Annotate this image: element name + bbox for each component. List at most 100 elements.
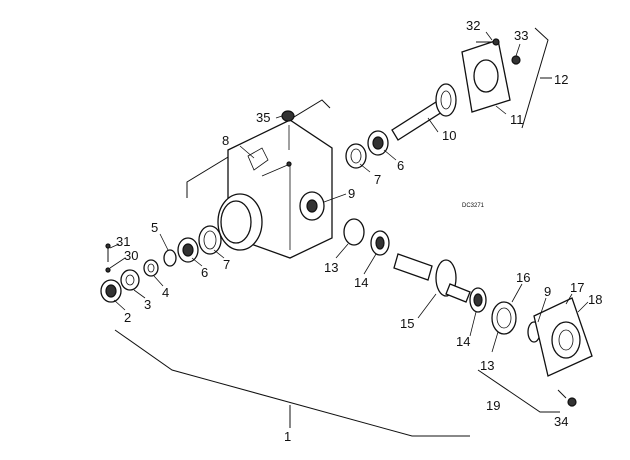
leader-3 [133, 289, 146, 299]
callout-19: 19 [486, 398, 500, 413]
leader-33 [515, 43, 521, 57]
leader-7-left [213, 249, 225, 259]
cover-plate-11-bore [473, 59, 499, 93]
cover-17-bore [551, 321, 581, 359]
part-4-hole [147, 263, 155, 273]
drawing-code: DC3271 [462, 203, 485, 209]
leader-5 [159, 233, 169, 251]
callout-11: 11 [510, 112, 524, 127]
leader-6-upper [383, 149, 397, 161]
cup-7-upper-inner [350, 148, 362, 164]
callout-9-lower: 9 [544, 284, 551, 299]
housing-boss [247, 147, 269, 171]
callout-16: 16 [516, 270, 530, 285]
callout-18: 18 [588, 292, 602, 307]
leader-18 [577, 301, 589, 313]
leader-13-left [335, 243, 349, 259]
callout-17: 17 [570, 280, 584, 295]
callout-9-upper: 9 [348, 186, 355, 201]
leader-7-upper [359, 163, 371, 173]
callout-6-left: 6 [201, 265, 208, 280]
bearing-6-upper-center [372, 136, 384, 150]
leader-lines [109, 31, 589, 353]
leader-30 [109, 257, 126, 269]
leader-9-upper [323, 193, 347, 203]
callout-13-right: 13 [480, 358, 494, 373]
cup-13-right [491, 301, 517, 335]
shaft-10-gear-hub [440, 90, 452, 110]
callout-10: 10 [442, 128, 456, 143]
part-4 [143, 259, 159, 277]
leader-8 [239, 145, 255, 159]
leader-32 [485, 31, 493, 41]
washer-3-hole [125, 274, 135, 286]
housing-bore-inner [220, 200, 252, 244]
bearing-14-right-center [473, 293, 483, 307]
leader-14-left [363, 253, 377, 275]
vent-plug-body [281, 110, 295, 122]
bracket-19 [477, 369, 560, 413]
callout-35: 35 [256, 110, 270, 125]
callout-33: 33 [514, 28, 528, 43]
pinion-15-stub [445, 283, 471, 303]
leader-2 [113, 299, 126, 311]
housing [217, 119, 333, 259]
cup-7-left-inner [203, 230, 217, 250]
leader-13-right [491, 331, 499, 353]
pin-31-head [105, 243, 111, 249]
bearing-6-left-center [182, 243, 194, 257]
leader-4 [153, 275, 164, 287]
washer-3 [120, 269, 140, 291]
leader-15 [417, 293, 437, 319]
callout-31: 31 [116, 234, 130, 249]
callout-15: 15 [400, 316, 414, 331]
shaft-10-gear [435, 83, 457, 117]
upper-shaft-group [345, 38, 521, 169]
callout-3: 3 [144, 297, 151, 312]
part-30 [105, 267, 111, 273]
housing-side-bore-center [306, 199, 318, 213]
leader-9-lower [537, 297, 547, 323]
left-parts [100, 225, 222, 303]
bolt-34 [557, 389, 567, 399]
snap-ring-5 [163, 249, 177, 267]
cover-17-hub [558, 329, 574, 351]
callout-14-left: 14 [354, 275, 368, 290]
bracket-1 [114, 329, 470, 437]
cup-7-upper [345, 143, 367, 169]
callout-labels: 1 2 3 4 5 6 7 8 9 7 6 10 11 12 32 33 35 … [116, 18, 602, 444]
bolt-34-head [567, 397, 577, 407]
callout-1: 1 [284, 429, 291, 444]
cup-7-left [198, 225, 222, 255]
callout-2: 2 [124, 310, 131, 325]
callout-14-right: 14 [456, 334, 470, 349]
housing-hole [286, 161, 292, 167]
bearing-14-left-center [375, 236, 385, 250]
nut-2-center [105, 284, 117, 298]
callout-7-upper: 7 [374, 172, 381, 187]
cup-13-left [343, 218, 365, 246]
callout-4: 4 [162, 285, 169, 300]
bolt-32-head [492, 38, 500, 46]
leader-10 [427, 117, 439, 133]
shaft-10 [391, 101, 443, 141]
callout-13-left: 13 [324, 260, 338, 275]
callout-8: 8 [222, 133, 229, 148]
leader-31 [109, 243, 120, 249]
callout-12: 12 [554, 72, 568, 87]
cup-13-right-inner [496, 307, 512, 329]
callout-5: 5 [151, 220, 158, 235]
leader-17 [565, 293, 573, 305]
callout-6-upper: 6 [397, 158, 404, 173]
leader-11 [495, 105, 507, 115]
nut-33 [511, 55, 521, 65]
leader-35 [275, 115, 283, 119]
callout-32: 32 [466, 18, 480, 33]
pinion-shaft-15 [393, 253, 433, 281]
callout-30: 30 [124, 248, 138, 263]
lower-shaft-group [343, 218, 593, 407]
callout-7-left: 7 [223, 257, 230, 272]
callout-34: 34 [554, 414, 568, 429]
